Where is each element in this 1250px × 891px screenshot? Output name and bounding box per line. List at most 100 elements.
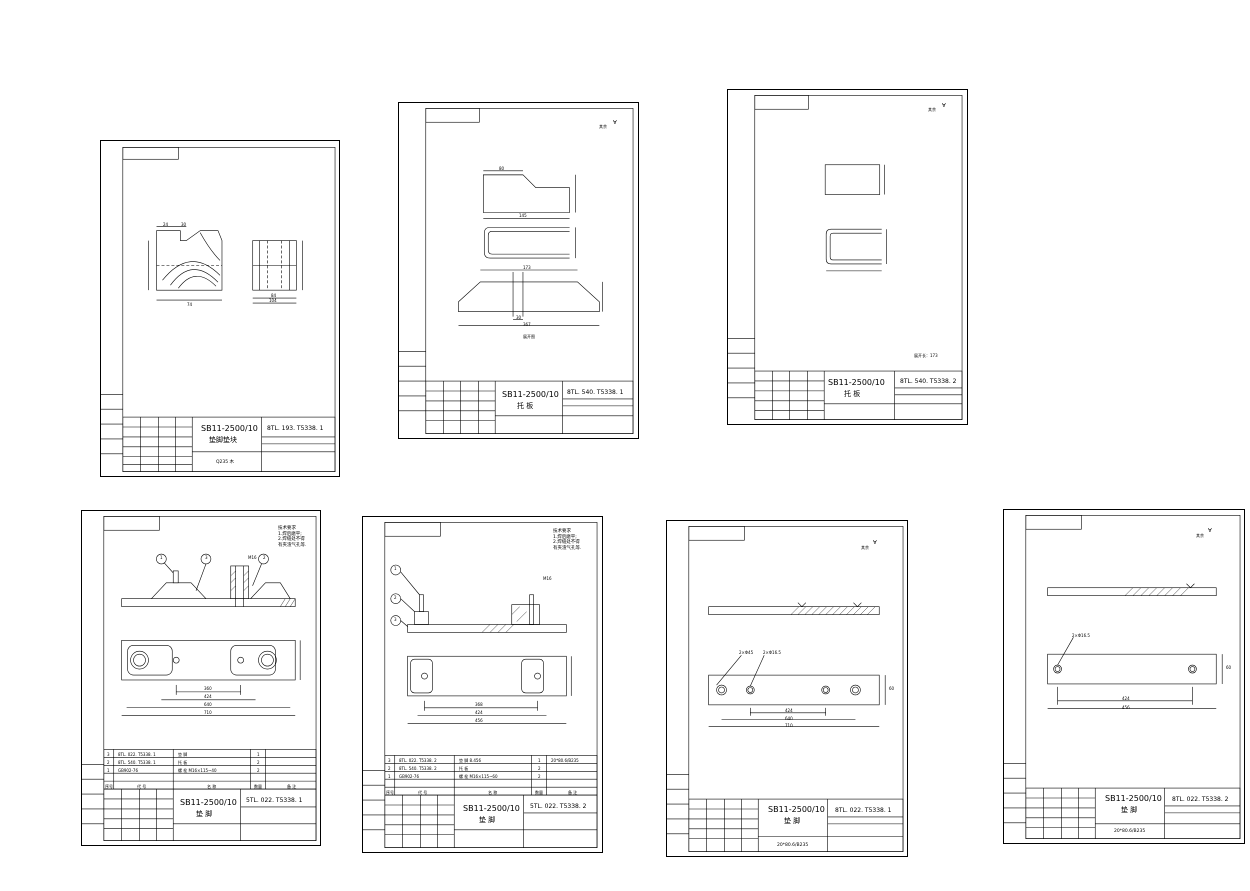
dim-label: 74 <box>187 302 193 307</box>
drawing-code: 8TL. 540. T5338. 1 <box>567 389 624 396</box>
dim-label: 424 <box>475 710 483 715</box>
dim-label: M16 <box>248 555 257 560</box>
drawing-title: SB11-2500/10 <box>463 804 520 813</box>
dim-label: 424 <box>204 694 212 699</box>
dim-label: 2×Φ16.5 <box>1072 633 1090 638</box>
roughness-symbol: ∀ <box>873 540 877 546</box>
drawing-code: 8TL. 193. T5338. 1 <box>267 425 324 432</box>
dim-label: 24 <box>163 222 169 227</box>
drawing-code: 5TL. 022. T5338. 2 <box>530 803 587 810</box>
bom-qty: 1 <box>257 752 260 757</box>
part-name: 垫 脚 <box>1121 806 1138 814</box>
part-name: 垫 脚 <box>784 817 801 825</box>
bom-header: 备 注 <box>568 790 578 795</box>
dim-label: 424 <box>785 708 793 713</box>
bom-qty: 2 <box>538 774 541 779</box>
bom-header: 代 号 <box>137 784 147 789</box>
drawing-sheet-2[interactable]: 其余 ∀ 80 145 173 367 30 展开图 SB11-2500/10 … <box>398 102 639 439</box>
view-label: 展开图 <box>523 334 535 339</box>
drawing-sheet-5[interactable]: 1 2 3 技术要求 1.焊后磨平; 2.焊缝处不得 有夹渣气孔等. M16 3… <box>362 516 603 853</box>
drawing-code: 8TL. 540. T5338. 2 <box>900 378 957 385</box>
drawing-sheet-1[interactable]: 24 30 74 84 104 SB11-2500/10 垫脚垫块 8TL. 1… <box>100 140 340 477</box>
drawing-sheet-6[interactable]: 其余 ∀ 2×Φ45 2×Φ16.5 60 424 640 710 SB11-2… <box>666 520 908 857</box>
dim-label: 710 <box>204 710 212 715</box>
dim-label: 173 <box>523 265 531 270</box>
bom-name: 垫 脚 <box>178 752 188 757</box>
dim-label: 710 <box>785 723 793 728</box>
bom-header: 名 称 <box>207 784 217 789</box>
technical-notes: 技术要求 1.焊后磨平; 2.焊缝处不得 有夹渣气孔等. <box>278 526 307 548</box>
callout-number: 3 <box>205 555 208 560</box>
callout-number: 1 <box>394 566 397 571</box>
bom-name: 托 板 <box>459 766 469 771</box>
dim-label: 456 <box>1122 705 1130 710</box>
sheet-4-graphics <box>82 516 317 841</box>
dim-label: 367 <box>523 322 531 327</box>
part-name: 托 板 <box>517 402 534 410</box>
drawing-sheet-4[interactable]: 1 3 2 技术要求 1.焊后磨平; 2.焊缝处不得 有夹渣气孔等. M16 3… <box>81 510 321 846</box>
technical-notes: 技术要求 1.焊后磨平; 2.焊缝处不得 有夹渣气孔等. <box>553 529 582 551</box>
sheet-3-graphics <box>728 95 963 420</box>
bom-no: 3 <box>107 752 110 757</box>
drawing-code: 8TL. 022. T5338. 2 <box>1172 796 1229 803</box>
callout-number: 2 <box>263 555 266 560</box>
bom-header: 数量 <box>535 790 543 795</box>
bom-code: 8TL. 022. T5338. 1 <box>118 752 156 757</box>
bom-no: 2 <box>107 760 110 765</box>
roughness-note: 其余 <box>928 107 936 112</box>
sheet-1-graphics <box>101 147 336 472</box>
dim-label: 640 <box>204 702 212 707</box>
dim-label: M16 <box>543 576 552 581</box>
bom-name: 螺 栓 M16×115~40 <box>178 768 217 773</box>
part-name: 垫脚垫块 <box>209 436 237 444</box>
roughness-note: 其余 <box>599 124 607 129</box>
bom-code: 8TL. 540. T5338. 1 <box>118 760 156 765</box>
material-label: 20*80.6/B235 <box>1114 829 1146 834</box>
sheet-6-graphics <box>667 526 904 852</box>
callout-number: 2 <box>394 595 397 600</box>
dim-label: 30 <box>516 315 522 320</box>
bom-no: 1 <box>107 768 110 773</box>
drawing-title: SB11-2500/10 <box>201 424 258 433</box>
bom-header: 名 称 <box>488 790 498 795</box>
material-label: 20*80.6/B235 <box>777 843 809 848</box>
roughness-symbol: ∀ <box>613 120 617 126</box>
bom-qty: 2 <box>538 766 541 771</box>
dim-label: 2×Φ16.5 <box>763 650 781 655</box>
drawing-title: SB11-2500/10 <box>828 378 885 387</box>
dim-label: 360 <box>204 686 212 691</box>
part-name: 垫 脚 <box>196 810 213 818</box>
bom-code: GB902-76 <box>399 774 420 779</box>
bom-no: 1 <box>388 774 391 779</box>
dim-label: 145 <box>519 213 527 218</box>
bom-header: 代 号 <box>418 790 428 795</box>
drawing-sheet-7[interactable]: 其余 ∀ 2×Φ16.5 60 424 456 SB11-2500/10 垫 脚… <box>1003 509 1245 844</box>
drawing-code: 5TL. 022. T5338. 1 <box>246 797 303 804</box>
dim-label: 30 <box>181 222 187 227</box>
drawing-title: SB11-2500/10 <box>768 805 825 814</box>
bom-name: 螺 栓 M16×115~60 <box>459 774 498 779</box>
bom-code: GB902-76 <box>118 768 139 773</box>
roughness-note: 其余 <box>1196 533 1204 538</box>
part-name: 托 板 <box>844 390 861 398</box>
drawing-title: SB11-2500/10 <box>1105 794 1162 803</box>
roughness-symbol: ∀ <box>1208 528 1212 534</box>
bom-qty: 2 <box>257 768 260 773</box>
roughness-note: 其余 <box>861 545 869 550</box>
dim-label: 368 <box>475 702 483 707</box>
dim-label: 456 <box>475 718 483 723</box>
drawing-sheet-3[interactable]: 其余 ∀ 展开长：173 SB11-2500/10 托 板 8TL. 540. … <box>727 89 968 425</box>
drawing-title: SB11-2500/10 <box>502 390 559 399</box>
roughness-symbol: ∀ <box>942 103 946 109</box>
dim-label: 2×Φ45 <box>739 650 754 655</box>
dim-label: 104 <box>269 298 277 303</box>
sheet-5-graphics <box>363 522 598 848</box>
unfold-length-note: 展开长：173 <box>914 353 938 358</box>
bom-header: 序号 <box>105 784 113 789</box>
bom-no: 2 <box>388 766 391 771</box>
drawing-title: SB11-2500/10 <box>180 798 237 807</box>
bom-header: 备 注 <box>287 784 297 789</box>
dim-label: 60 <box>1226 665 1232 670</box>
dim-label: 80 <box>499 166 505 171</box>
bom-code: 8TL. 540. T5338. 2 <box>399 766 437 771</box>
